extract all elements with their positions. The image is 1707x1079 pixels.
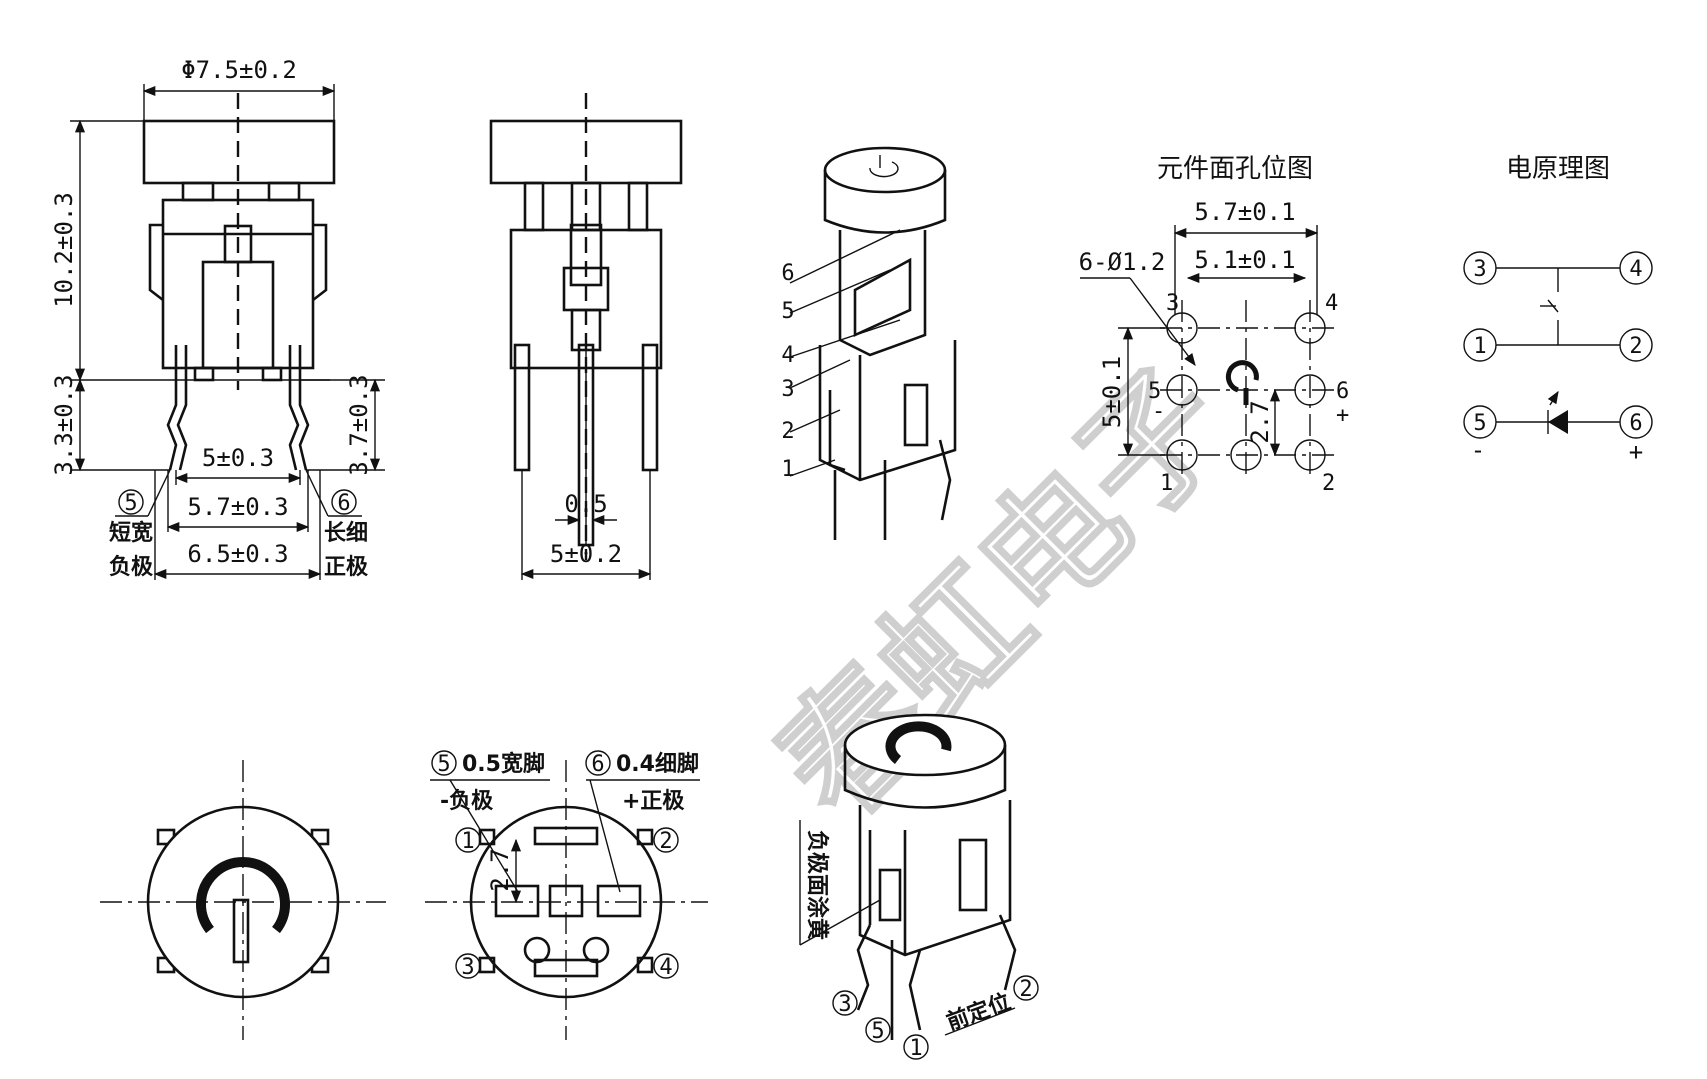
iso-label-6: 6	[781, 261, 794, 286]
iso-label-5: 5	[781, 299, 794, 324]
dim-height: 10.2±0.3	[50, 192, 78, 308]
hole-p5: 5	[1148, 379, 1161, 404]
iso2-n5: 5	[871, 1019, 884, 1044]
hole-minus: -	[1152, 399, 1165, 424]
sch-n1: 1	[1473, 334, 1486, 359]
dim-cap-diameter: Φ7.5±0.2	[181, 56, 297, 84]
sch-n4: 4	[1629, 257, 1642, 282]
iso2-n3: 3	[838, 992, 851, 1017]
sch-plus: +	[1629, 438, 1643, 466]
iso-label-3: 3	[781, 377, 794, 402]
iso2-n1: 1	[909, 1036, 922, 1061]
sch-n5: 5	[1473, 411, 1486, 436]
hole-layout: 元件面孔位图 5.7±0.1 5.1±0.1 6-Ø1.2 3 4 5 6 - …	[1079, 154, 1350, 496]
dim-right-lead: 3.7±0.3	[345, 374, 373, 475]
pin5-text1: 短宽	[109, 520, 153, 546]
iso-label-1: 1	[781, 457, 794, 482]
hole-plus: +	[1336, 403, 1349, 428]
bv-n3: 3	[461, 955, 474, 980]
iso-labels: 6 5 4 3 2 1	[781, 229, 901, 482]
bv-n1: 1	[461, 829, 474, 854]
sch-n6: 6	[1629, 411, 1642, 436]
dim-pin-width: 0.5	[564, 490, 607, 518]
dim-left-lead: 3.3±0.3	[50, 374, 78, 475]
dim-w1: 5±0.3	[202, 444, 274, 472]
sch-minus: -	[1471, 436, 1485, 464]
iso2-coat-text: 负极面涂黄	[804, 830, 830, 940]
bv-n2: 2	[659, 829, 672, 854]
pin6-text2: 正极	[324, 555, 369, 580]
hole-p1: 1	[1160, 471, 1173, 496]
bv-l5-sub: -负极	[440, 789, 494, 814]
bv-n4: 4	[659, 955, 672, 980]
hole-dim-count: 6-Ø1.2	[1079, 248, 1166, 276]
bv-offset: 2.7	[486, 848, 514, 891]
bv-l5-text: 0.5宽脚	[462, 751, 545, 777]
dim-w2: 5.7±0.3	[187, 493, 288, 521]
pin5-text2: 负极	[109, 555, 154, 580]
hole-dim-vert: 5±0.1	[1098, 356, 1126, 428]
iso-label-2: 2	[781, 419, 794, 444]
pin5-number: 5	[124, 491, 137, 516]
iso2-n2: 2	[1019, 977, 1032, 1002]
schematic: 电原理图 3 4 1 2 5 6 - +	[1463, 154, 1653, 466]
hole-p2: 2	[1322, 471, 1335, 496]
iso-label-4: 4	[781, 343, 794, 368]
hole-dim-off: 2.7	[1246, 400, 1274, 443]
front-view: 0.5 5±0.2	[489, 93, 683, 580]
bv-l6-text: 0.4细脚	[616, 751, 699, 777]
pin6-text1: 长细	[324, 520, 368, 546]
hole-dim-outer: 5.7±0.1	[1194, 198, 1295, 226]
top-view	[100, 760, 386, 1040]
hole-p4: 4	[1325, 291, 1338, 316]
hole-p3: 3	[1166, 291, 1179, 316]
side-view: Φ7.5±0.2 10.2±0.3 3.3±0.3 3.7±0.3 5±0.3 …	[50, 56, 385, 580]
hole-dim-inner: 5.1±0.1	[1194, 246, 1295, 274]
hole-layout-title: 元件面孔位图	[1157, 154, 1313, 184]
bv-l6-num: 6	[591, 752, 604, 777]
bottom-view: 2.7 5 0.5宽脚 -负极 6 0.4细脚 +正极 1 2 3 4	[425, 750, 708, 1040]
sch-n3: 3	[1473, 257, 1486, 282]
schematic-title: 电原理图	[1506, 154, 1610, 184]
sch-n2: 2	[1629, 334, 1642, 359]
bv-l5-num: 5	[437, 752, 450, 777]
dim-w3: 6.5±0.3	[187, 540, 288, 568]
iso-view: 6 5 4 3 2 1	[781, 146, 957, 540]
dim-span: 5±0.2	[550, 540, 622, 568]
bv-l6-sub: +正极	[622, 789, 685, 814]
pin6-number: 6	[337, 491, 350, 516]
hole-p6: 6	[1336, 379, 1349, 404]
